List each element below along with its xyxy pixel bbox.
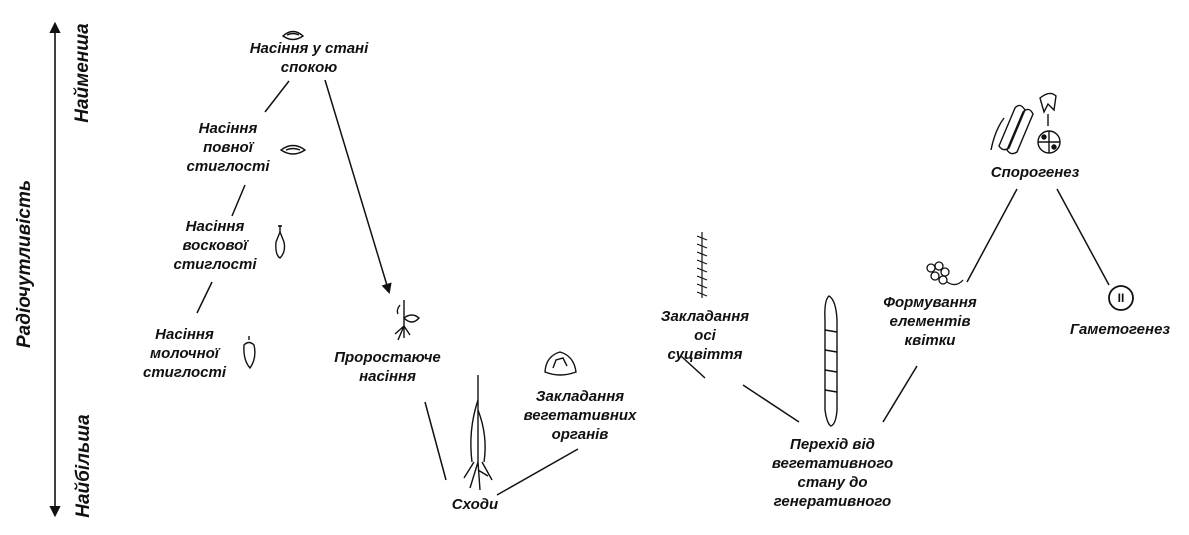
stage-inflorescence-axis-line: Закладання <box>660 308 750 325</box>
leaf-primordium-icon <box>544 351 577 376</box>
stage-transition-line: Перехід від <box>790 436 875 453</box>
stage-dormant-seeds-line: спокою <box>280 59 338 76</box>
stage-transition-line: стану до <box>797 474 868 491</box>
stage-wax-ripeness-line: Насіння <box>185 218 245 235</box>
stage-sporogenesis-line: Спорогенез <box>990 164 1080 181</box>
stage-dormant-seeds: Насіння у стані спокою <box>234 39 384 77</box>
seed-icon <box>275 225 286 259</box>
spike-icon <box>696 232 708 298</box>
connector-lines <box>196 79 1110 496</box>
stage-vegetative-organs-line: Закладання <box>535 388 625 405</box>
stage-flower-elements-line: квітки <box>904 332 956 349</box>
stage-inflorescence-axis-line: осі <box>694 327 716 344</box>
floret-icon <box>926 261 964 286</box>
gamete-cell-symbol: II <box>1117 291 1125 305</box>
stage-germinating-line: насіння <box>359 368 416 385</box>
stage-flower-elements-line: елементів <box>889 313 971 330</box>
seed-icon <box>243 336 256 370</box>
stage-wax-ripeness: Насіння воскової стиглості <box>165 217 265 274</box>
stage-wax-ripeness-line: воскової <box>182 237 248 254</box>
stage-transition-line: вегетативного <box>771 455 894 472</box>
stage-gametogenesis-line: Гаметогенез <box>1069 321 1171 338</box>
stage-germinating-line: Проростаюче <box>334 349 441 366</box>
stage-milk-ripeness: Насіння молочної стиглості <box>132 325 237 382</box>
stage-transition: Перехід від вегетативного стану до генер… <box>765 435 900 511</box>
anther-icon <box>990 92 1057 155</box>
axis-title: Радіочутливість <box>14 179 35 348</box>
stage-milk-ripeness-line: молочної <box>150 345 219 362</box>
stage-germinating: Проростаюче насіння <box>320 348 455 386</box>
stage-inflorescence-axis-line: суцвіття <box>667 346 743 363</box>
stage-full-ripeness-line: повної <box>203 139 253 156</box>
stage-full-ripeness-line: стиглості <box>186 158 270 175</box>
seedling-icon <box>394 300 420 341</box>
stage-wax-ripeness-line: стиглості <box>173 256 257 273</box>
stage-vegetative-organs-line: вегетативних <box>523 407 637 424</box>
stage-milk-ripeness-line: стиглості <box>143 364 226 381</box>
stage-dormant-seeds-line: Насіння у стані <box>249 40 369 57</box>
stage-sporogenesis: Спорогенез <box>980 163 1090 182</box>
stage-full-ripeness-line: Насіння <box>198 120 258 137</box>
stage-inflorescence-axis: Закладання осі суцвіття <box>640 307 770 364</box>
axis-bottom-label: Найбільша <box>73 414 94 518</box>
stage-flower-elements: Формування елементів квітки <box>870 293 990 350</box>
axis-top-label: Найменша <box>72 23 93 123</box>
stage-vegetative-organs-line: органів <box>551 426 609 443</box>
seed-icon <box>281 30 305 41</box>
stage-shoots-line: Сходи <box>451 496 499 513</box>
stage-milk-ripeness-line: Насіння <box>155 326 214 343</box>
stage-flower-elements-line: Формування <box>883 294 977 311</box>
stage-vegetative-organs: Закладання вегетативних органів <box>515 387 645 444</box>
gamete-cell-icon <box>1108 285 1134 311</box>
stage-gametogenesis: Гаметогенез <box>1055 320 1185 339</box>
spike-icon <box>824 295 838 427</box>
pollen-tetrad-icon <box>1037 130 1061 154</box>
seed-icon <box>279 144 307 155</box>
stage-full-ripeness: Насіння повної стиглості <box>178 119 278 176</box>
stage-shoots: Сходи <box>435 495 515 514</box>
seedling-icon <box>463 375 493 491</box>
stage-transition-line: генеративного <box>773 493 892 510</box>
